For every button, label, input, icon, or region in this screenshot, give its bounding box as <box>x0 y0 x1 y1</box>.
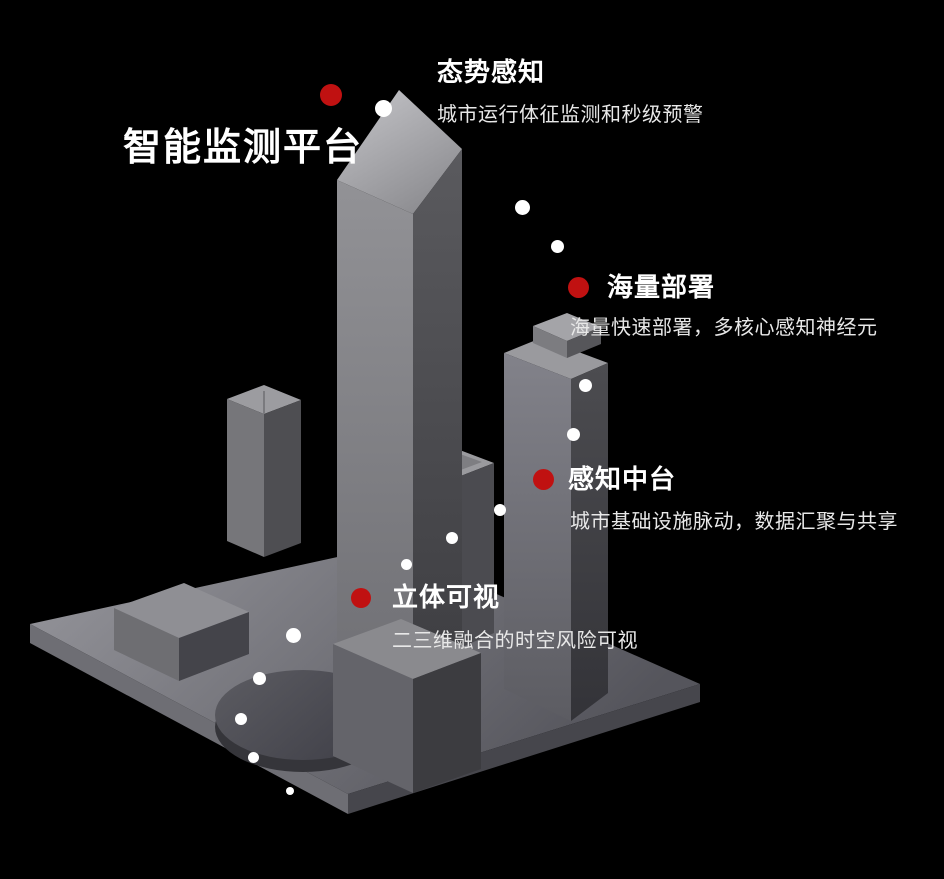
feature-perception-middle-platform: 感知中台 城市基础设施脉动，数据汇聚与共享 <box>533 464 898 534</box>
trail-dot <box>235 713 247 725</box>
trail-dot <box>514 199 530 215</box>
feature-situation-awareness: 态势感知 城市运行体征监测和秒级预警 <box>437 57 704 127</box>
trail-dot <box>578 378 592 392</box>
feature-heading: 海量部署 <box>607 272 716 302</box>
right-tower <box>504 313 608 721</box>
feature-description: 二三维融合的时空风险可视 <box>392 630 638 652</box>
trail-dot <box>252 671 266 685</box>
trail-dot <box>247 751 259 763</box>
platform-marker-dot <box>320 84 342 106</box>
feature-description: 城市运行体征监测和秒级预警 <box>437 104 704 126</box>
feature-description: 城市基础设施脉动，数据汇聚与共享 <box>570 511 898 533</box>
feature-heading: 感知中台 <box>568 464 677 494</box>
page-title: 智能监测平台 <box>123 127 364 169</box>
feature-mass-deployment: 海量部署 海量快速部署，多核心感知神经元 <box>568 272 878 340</box>
main-tower <box>337 90 462 753</box>
trail-dot <box>286 787 294 795</box>
feature-heading: 态势感知 <box>437 57 546 87</box>
feature-heading: 立体可视 <box>392 582 501 612</box>
trail-dot <box>566 427 580 441</box>
left-tower <box>227 385 301 557</box>
trail-dot <box>400 558 412 570</box>
feature-marker-dot <box>533 469 554 490</box>
low-box-building <box>114 583 249 681</box>
trail-dot <box>494 504 506 516</box>
feature-3d-visualization: 立体可视 二三维融合的时空风险可视 <box>351 582 638 653</box>
trail-dot <box>446 532 458 544</box>
feature-description: 海量快速部署，多核心感知神经元 <box>570 317 878 339</box>
front-box-building <box>333 619 481 793</box>
feature-marker-dot <box>351 587 371 608</box>
feature-marker-dot <box>568 277 589 298</box>
trail-dot <box>374 99 392 117</box>
trail-dot <box>550 239 564 253</box>
trail-dot <box>285 627 301 643</box>
